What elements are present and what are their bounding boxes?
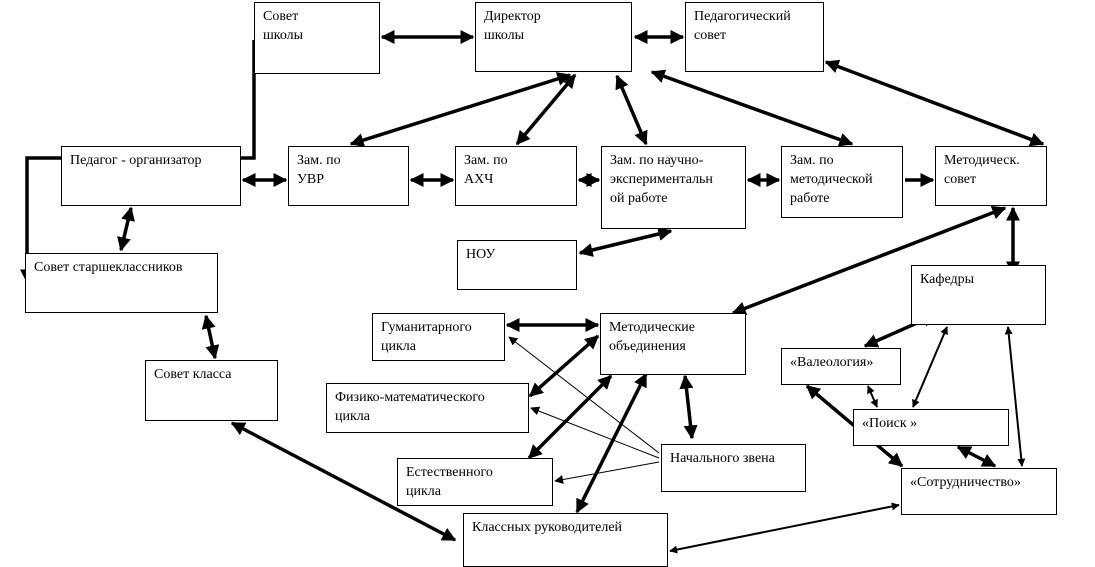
classteachers-cooperation-connector — [669, 502, 900, 554]
school-council-box: Совет школы — [254, 2, 380, 74]
organizer-seniors-connector — [117, 206, 135, 252]
senior-students-council-box: Совет старшеклассников — [25, 253, 218, 313]
associations-physmath-connector — [528, 334, 600, 398]
departments-box: Кафедры — [911, 265, 1046, 325]
school-director-box: Директор школы — [475, 2, 632, 72]
methodical-associations-box: Методические объединения — [600, 313, 746, 375]
departments-cooperation-connector — [1004, 326, 1026, 467]
deputy-research-box: Зам. по научно- экспериментальн ой работ… — [601, 146, 746, 229]
primary-humanities-connector — [508, 336, 660, 454]
deputy-uvr-box: Зам. по УВР — [288, 146, 409, 206]
methodcouncil-associations-connector — [731, 206, 1007, 315]
class-teachers-box: Классных руководителей — [463, 513, 668, 567]
primary-physmath-connector — [530, 406, 660, 459]
humanities-cycle-box: Гуманитарного цикла — [372, 313, 505, 361]
director-uvr-connector — [349, 72, 572, 147]
research-nou-connector — [578, 227, 673, 257]
seniors-classcouncil-connector — [201, 314, 220, 360]
cooperation-box: «Сотрудничество» — [901, 468, 1057, 515]
director-research-connector — [615, 74, 648, 146]
valeology-search-connector — [867, 385, 878, 408]
search-cooperation-connector — [956, 445, 997, 468]
valeology-box: «Валеология» — [781, 348, 901, 385]
director-methodical-connector — [650, 69, 854, 147]
search-box: «Поиск » — [853, 409, 1009, 446]
physics-math-cycle-box: Физико-математического цикла — [326, 383, 529, 433]
associations-primary-connector — [679, 374, 698, 440]
pedcouncil-methodcouncil-connector — [824, 59, 1045, 147]
methodical-council-box: Методическ. совет — [935, 146, 1047, 206]
director-ahch-connector — [515, 73, 577, 146]
classcouncil-classteachers-connector — [230, 421, 457, 542]
deputy-ahch-box: Зам. по АХЧ — [455, 146, 577, 206]
pedagogue-organizer-box: Педагог - организатор — [61, 146, 241, 206]
natural-cycle-box: Естественного цикла — [397, 458, 553, 506]
primary-natural-connector — [554, 461, 660, 484]
associations-classteachers-connector — [575, 372, 648, 514]
pedagogical-council-box: Педагогический совет — [685, 2, 824, 72]
primary-level-box: Начального звена — [661, 444, 806, 492]
departments-search-connector — [912, 326, 948, 408]
nou-box: НОУ — [457, 240, 577, 290]
class-council-box: Совет класса — [145, 360, 278, 421]
deputy-methodical-box: Зам. по методической работе — [781, 146, 903, 218]
